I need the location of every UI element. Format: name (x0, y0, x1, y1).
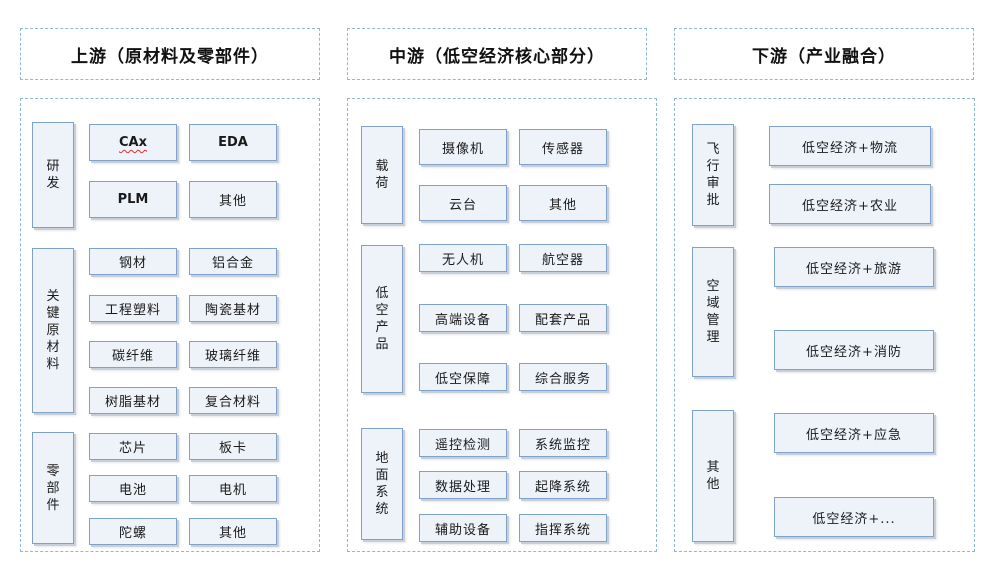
downstream-item-logistics: 低空经济+物流 (769, 126, 931, 166)
midstream-item-aircraft: 航空器 (519, 244, 607, 272)
midstream-item-data-processing: 数据处理 (419, 471, 507, 499)
midstream-item-system-monitoring: 系统监控 (519, 429, 607, 457)
upstream-group-rnd: 研发 (32, 122, 74, 228)
upstream-item-gyro: 陀螺 (89, 518, 177, 545)
upstream-item-cax: CAx (89, 124, 177, 161)
midstream-item-low-altitude-support: 低空保障 (419, 363, 507, 391)
upstream-item-aluminum: 铝合金 (189, 248, 277, 275)
downstream-group-flight-approval: 飞行审批 (692, 124, 734, 226)
midstream-group-payload: 载荷 (361, 126, 403, 224)
downstream-group-other-label: 其他 (706, 460, 720, 492)
downstream-group-flight-approval-label: 飞行审批 (706, 142, 720, 208)
midstream-item-takeoff-landing: 起降系统 (519, 471, 607, 499)
upstream-item-rnd-other: 其他 (189, 181, 277, 218)
midstream-item-gimbal: 云台 (419, 185, 507, 221)
midstream-title: 中游（低空经济核心部分） (389, 46, 605, 67)
upstream-item-chip: 芯片 (89, 433, 177, 460)
midstream-group-ground-label: 地面系统 (375, 451, 389, 517)
upstream-item-eda: EDA (189, 124, 277, 161)
upstream-item-steel: 钢材 (89, 248, 177, 275)
upstream-item-board: 板卡 (189, 433, 277, 460)
upstream-item-motor: 电机 (189, 475, 277, 502)
midstream-item-command-system: 指挥系统 (519, 514, 607, 542)
midstream-item-supporting-products: 配套产品 (519, 304, 607, 332)
upstream-group-rnd-label: 研发 (46, 159, 60, 191)
downstream-group-other: 其他 (692, 410, 734, 542)
downstream-item-agriculture: 低空经济+农业 (769, 184, 931, 224)
upstream-item-resin: 树脂基材 (89, 387, 177, 414)
midstream-group-ground: 地面系统 (361, 428, 403, 540)
midstream-group-products-label: 低空产品 (375, 286, 389, 352)
upstream-item-plastics: 工程塑料 (89, 295, 177, 322)
midstream-item-auxiliary-equipment: 辅助设备 (419, 514, 507, 542)
upstream-group-parts: 零部件 (32, 432, 74, 544)
midstream-item-camera: 摄像机 (419, 129, 507, 165)
upstream-item-glass-fiber: 玻璃纤维 (189, 341, 277, 368)
downstream-item-tourism: 低空经济+旅游 (774, 247, 934, 287)
downstream-title: 下游（产业融合） (752, 46, 896, 67)
midstream-item-high-end-equipment: 高端设备 (419, 304, 507, 332)
midstream-item-sensor: 传感器 (519, 129, 607, 165)
midstream-item-payload-other: 其他 (519, 185, 607, 221)
upstream-group-parts-label: 零部件 (46, 463, 60, 513)
downstream-group-airspace-label: 空域管理 (706, 279, 720, 345)
downstream-header: 下游（产业融合） (674, 28, 974, 80)
upstream-item-parts-other: 其他 (189, 518, 277, 545)
midstream-group-payload-label: 载荷 (375, 159, 389, 191)
upstream-item-composite: 复合材料 (189, 387, 277, 414)
upstream-title: 上游（原材料及零部件） (71, 46, 269, 67)
upstream-group-materials-label: 关键原材料 (46, 289, 60, 372)
midstream-item-drone: 无人机 (419, 244, 507, 272)
upstream-header: 上游（原材料及零部件） (20, 28, 320, 80)
downstream-group-airspace: 空域管理 (692, 247, 734, 377)
midstream-group-products: 低空产品 (361, 245, 403, 393)
upstream-item-carbon-fiber: 碳纤维 (89, 341, 177, 368)
upstream-group-materials: 关键原材料 (32, 248, 74, 413)
downstream-item-firefighting: 低空经济+消防 (774, 330, 934, 370)
upstream-item-ceramics: 陶瓷基材 (189, 295, 277, 322)
downstream-item-emergency: 低空经济+应急 (774, 413, 934, 453)
midstream-header: 中游（低空经济核心部分） (347, 28, 647, 80)
upstream-item-battery: 电池 (89, 475, 177, 502)
upstream-item-plm: PLM (89, 181, 177, 218)
midstream-item-integrated-services: 综合服务 (519, 363, 607, 391)
midstream-item-remote-detection: 遥控检测 (419, 429, 507, 457)
downstream-item-more: 低空经济+... (774, 497, 934, 537)
